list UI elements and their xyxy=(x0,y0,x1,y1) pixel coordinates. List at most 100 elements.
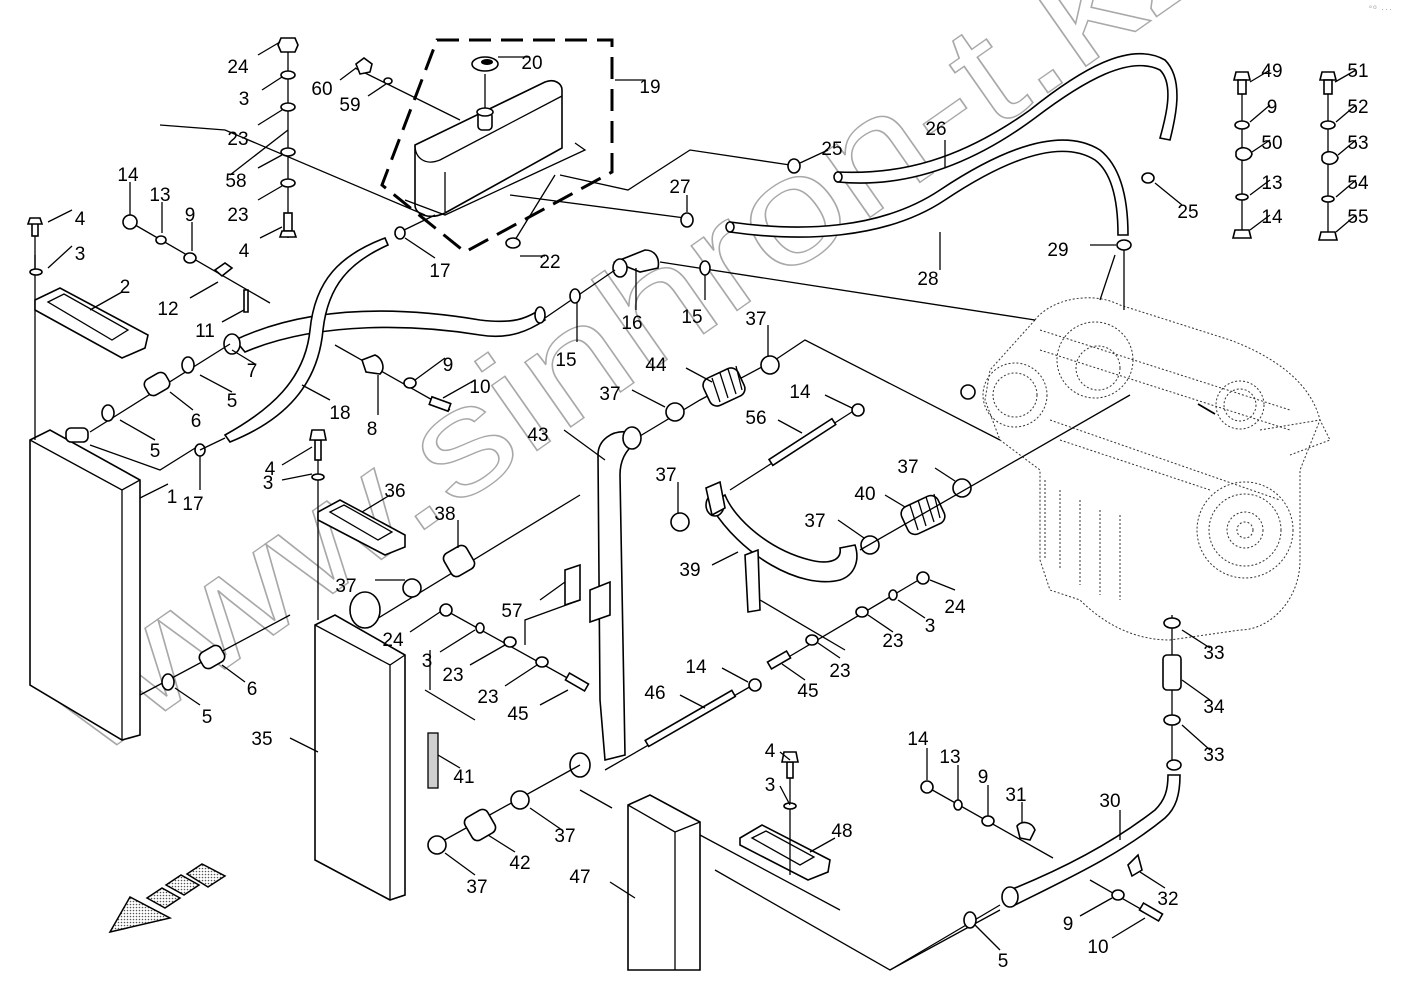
callout-label-42: 42 xyxy=(509,853,530,874)
callout-leader-24 xyxy=(257,41,281,56)
callout-label-4: 4 xyxy=(265,459,276,480)
callout-label-5: 5 xyxy=(202,707,213,728)
callout-leader-23 xyxy=(817,642,841,659)
hardware-stack-left xyxy=(229,37,299,238)
callout-label-11: 11 xyxy=(195,321,215,342)
callout-label-31: 31 xyxy=(1005,785,1026,806)
callout-leader-7 xyxy=(231,349,256,365)
callout-label-41: 41 xyxy=(453,767,474,788)
callout-leader-60 xyxy=(339,67,357,81)
callout-label-27: 27 xyxy=(669,177,690,198)
callout-label-46: 46 xyxy=(644,683,665,704)
callout-label-19: 19 xyxy=(639,77,660,98)
callout-label-17: 17 xyxy=(429,261,450,282)
callout-leader-3 xyxy=(261,76,283,91)
callout-leader-3 xyxy=(897,599,926,619)
hose-clamp-27 xyxy=(680,212,694,228)
callout-leader-14 xyxy=(1249,214,1271,231)
callout-label-45: 45 xyxy=(507,704,528,725)
callout-leader-10 xyxy=(442,379,476,399)
callout-leader-32 xyxy=(1139,871,1166,889)
callout-label-10: 10 xyxy=(1087,937,1108,958)
callout-label-30: 30 xyxy=(1099,791,1120,812)
callout-label-20: 20 xyxy=(521,53,542,74)
radiator-middle xyxy=(314,455,613,901)
callout-label-38: 38 xyxy=(434,504,455,525)
callout-label-16: 16 xyxy=(621,313,642,334)
callout-leader-45 xyxy=(781,663,806,681)
expansion-tank-assembly xyxy=(159,38,614,254)
callout-leader-23 xyxy=(257,185,283,201)
elbow-hose-16 xyxy=(544,249,1036,321)
hardware-column-51 xyxy=(1317,71,1339,241)
radiator-left xyxy=(29,255,201,741)
callout-leader-43 xyxy=(563,429,606,461)
callout-label-13: 13 xyxy=(149,185,170,206)
callout-leader-51 xyxy=(1334,69,1357,83)
callout-label-6: 6 xyxy=(247,679,258,700)
callout-leader-23 xyxy=(504,664,538,687)
callout-label-5: 5 xyxy=(998,951,1009,972)
engine-block xyxy=(960,297,1331,641)
callout-label-47: 47 xyxy=(569,867,590,888)
hose-clamp-17 xyxy=(394,226,406,240)
callout-label-52: 52 xyxy=(1347,97,1368,118)
callout-leader-9 xyxy=(1079,897,1113,917)
radiator-bottom xyxy=(627,794,1001,971)
watermark: www.sinhron-t.kz xyxy=(15,0,1244,788)
callout-label-17: 17 xyxy=(182,494,203,515)
callout-leader-18 xyxy=(301,384,331,401)
callout-leader-58 xyxy=(257,154,283,169)
coupler-38 xyxy=(349,494,581,629)
mesh-panel-41 xyxy=(427,732,439,789)
callout-leader-1 xyxy=(139,483,169,499)
hose-clamp-37c xyxy=(670,512,690,532)
callout-leader-9 xyxy=(414,357,446,381)
callout-leader-6 xyxy=(169,391,194,411)
callout-label-9: 9 xyxy=(443,355,454,376)
callout-label-37: 37 xyxy=(599,384,620,405)
drain-valve-32 xyxy=(1127,853,1143,878)
callout-leader-14 xyxy=(824,394,853,409)
callout-leader-3 xyxy=(281,473,313,481)
hose-clamp-25 xyxy=(787,158,801,174)
corner-mark: °º ··· xyxy=(1368,4,1393,14)
callout-leader-4 xyxy=(779,751,791,761)
callout-label-23: 23 xyxy=(442,665,463,686)
callout-label-37: 37 xyxy=(897,457,918,478)
callout-label-9: 9 xyxy=(978,767,989,788)
callout-label-3: 3 xyxy=(239,89,250,110)
callout-label-37: 37 xyxy=(655,465,676,486)
callout-label-4: 4 xyxy=(765,741,776,762)
callout-leader-45 xyxy=(539,689,569,706)
callout-label-36: 36 xyxy=(384,481,405,502)
watermark-text: www.sinhron-t.kz xyxy=(16,0,1244,787)
callout-label-4: 4 xyxy=(75,209,86,230)
leader-line xyxy=(889,904,1001,971)
radiator-cap xyxy=(471,56,499,72)
callout-label-25: 25 xyxy=(821,139,842,160)
callout-label-14: 14 xyxy=(907,729,929,750)
callout-label-6: 6 xyxy=(191,411,202,432)
bracket-57 xyxy=(524,563,611,645)
callout-label-24: 24 xyxy=(227,57,249,78)
coupler-upper xyxy=(89,343,231,433)
callout-leader-34 xyxy=(1181,679,1211,701)
callout-leader-59 xyxy=(367,83,387,97)
callout-label-23: 23 xyxy=(829,661,850,682)
callout-label-9: 9 xyxy=(185,205,196,226)
callout-label-9: 9 xyxy=(1063,914,1074,935)
callout-label-14: 14 xyxy=(789,382,811,403)
callout-leader-2 xyxy=(89,291,123,311)
callout-leader-9 xyxy=(1249,104,1271,123)
callout-label-37: 37 xyxy=(804,511,825,532)
callout-label-23: 23 xyxy=(227,129,248,150)
front-direction-arrow xyxy=(108,863,227,934)
hardware-chain-31 xyxy=(920,780,1054,859)
hose-28 xyxy=(725,139,1129,238)
bleed-screw-assembly xyxy=(355,57,393,85)
callout-label-45: 45 xyxy=(797,681,818,702)
callout-leader-4 xyxy=(281,446,313,466)
callout-leader-47 xyxy=(609,881,636,899)
